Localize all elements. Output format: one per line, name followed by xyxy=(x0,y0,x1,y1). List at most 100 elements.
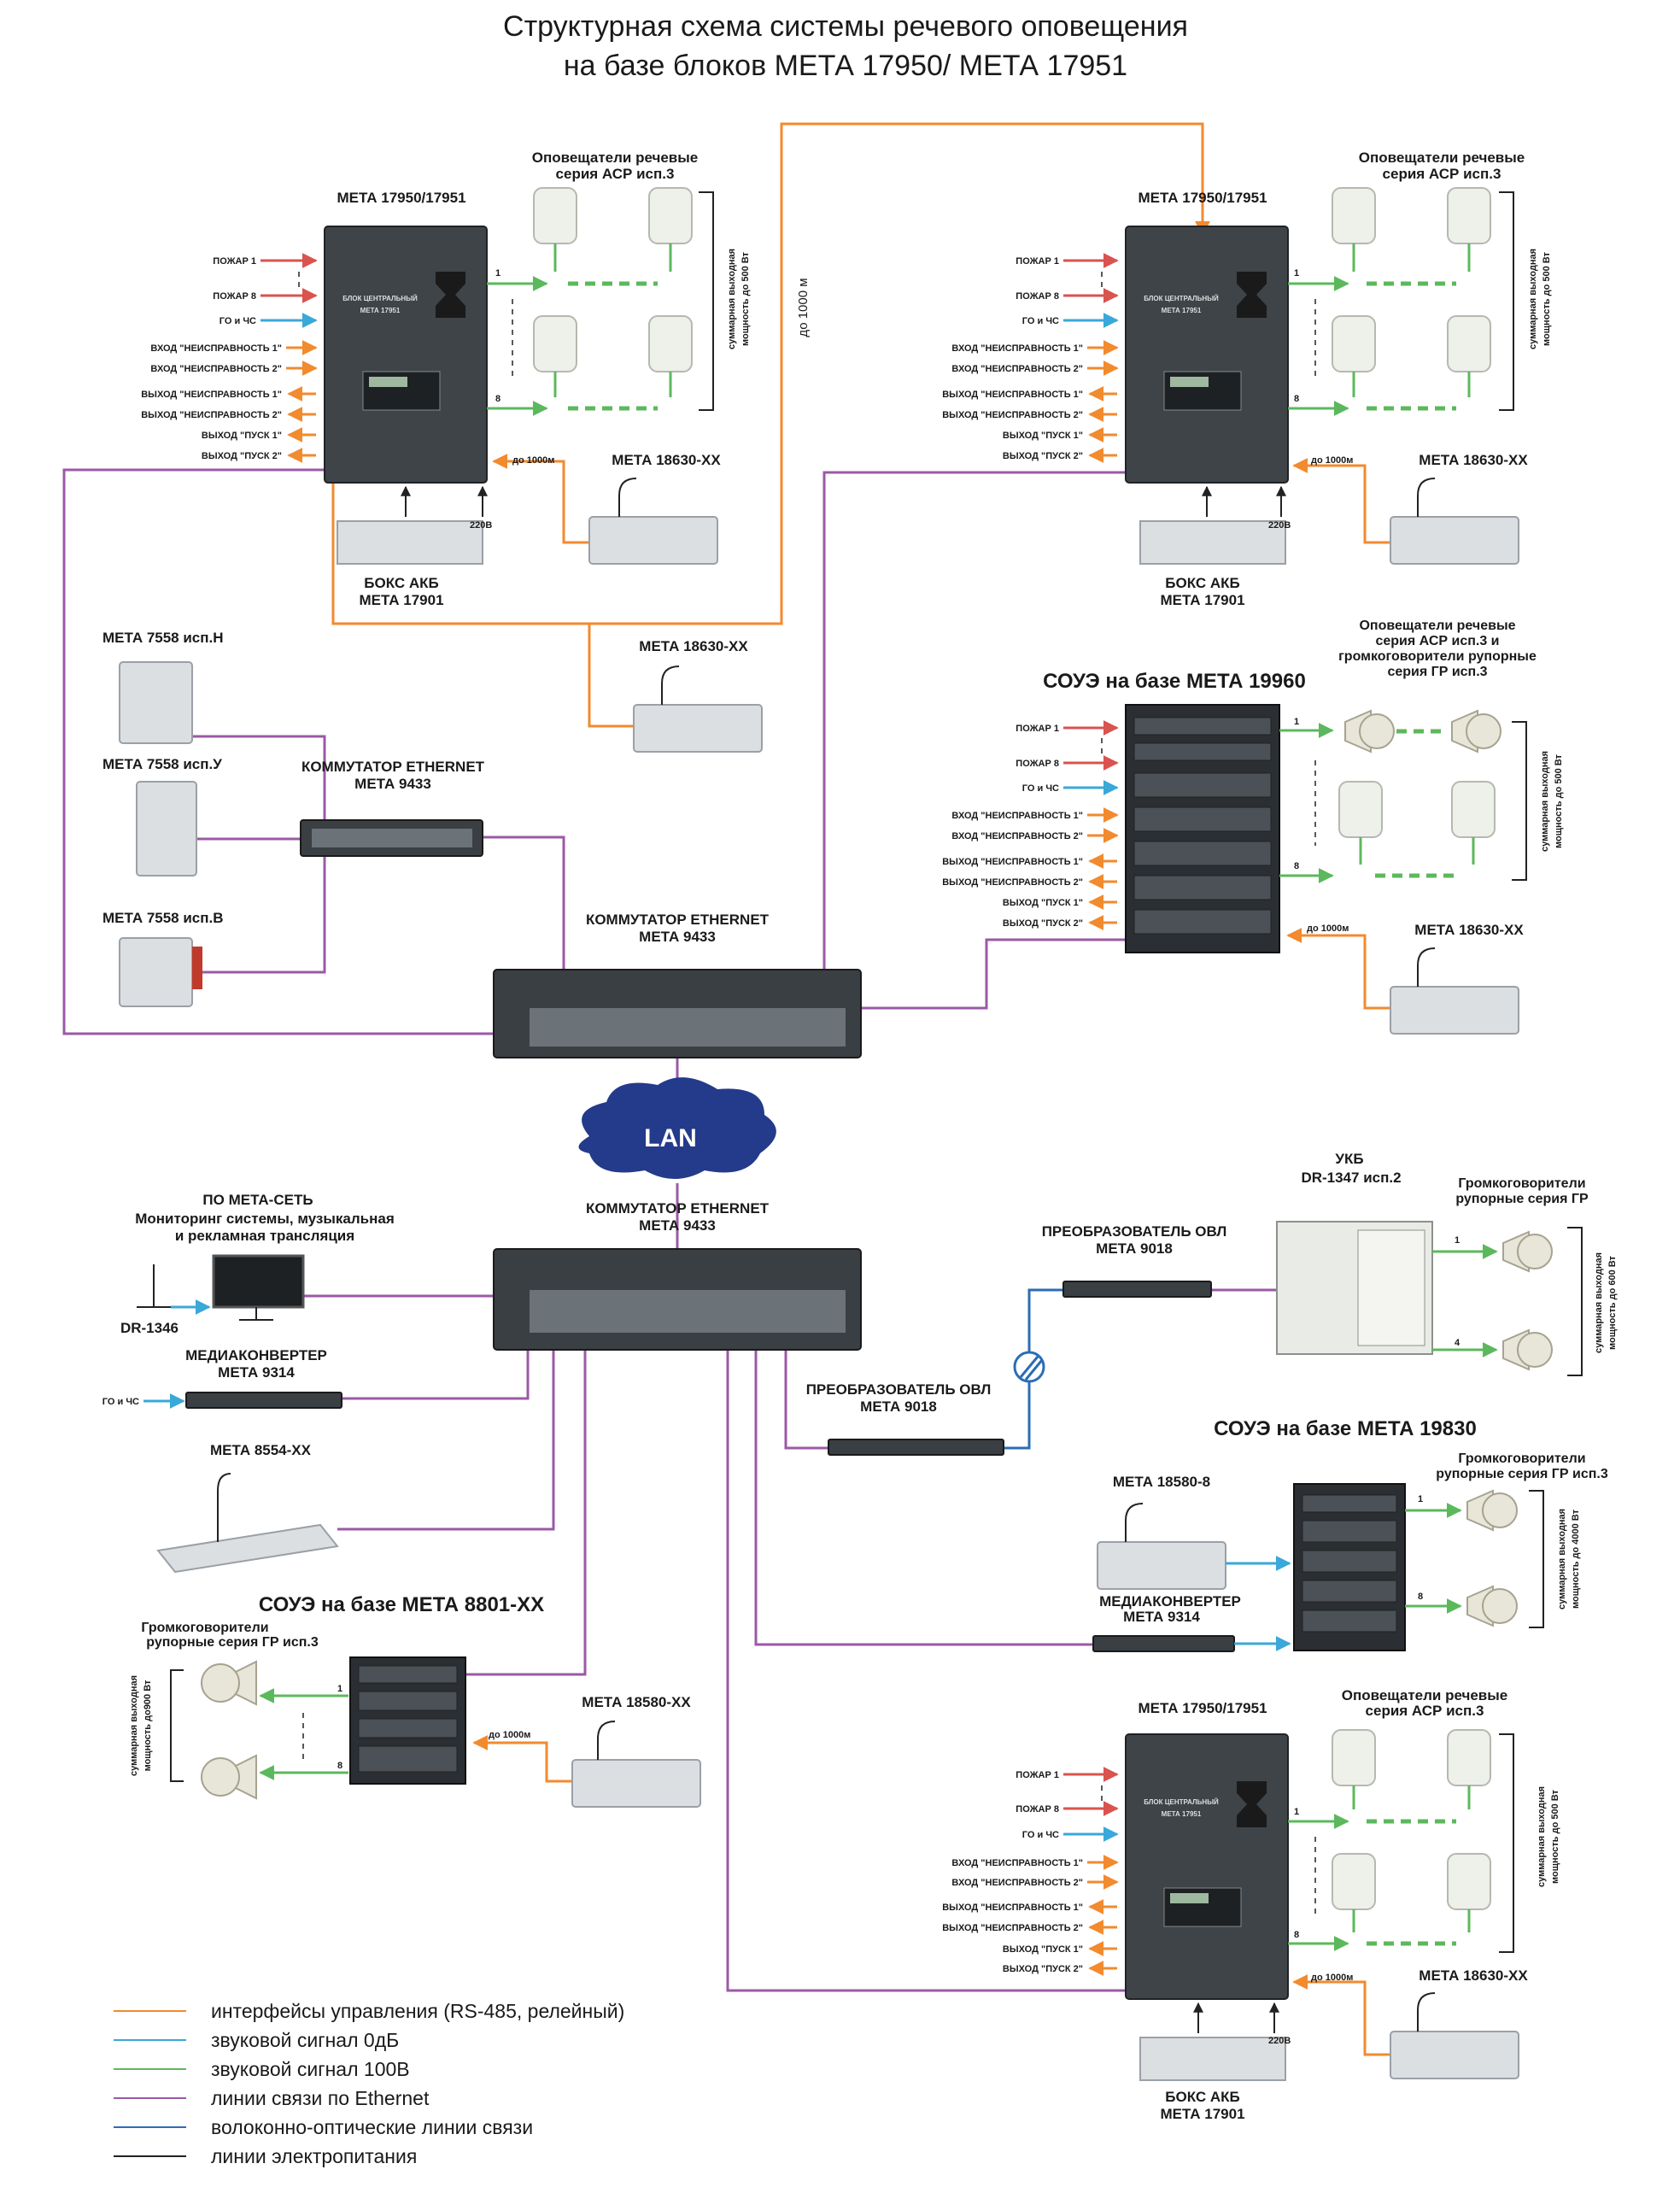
ovl-top-label-2: МЕТА 9018 xyxy=(1096,1240,1173,1257)
meta-logo xyxy=(1237,1781,1267,1827)
legend-label-fiber: волоконно-оптические линии связи xyxy=(211,2116,533,2138)
legend-label-audio-0db: звуковой сигнал 0дБ xyxy=(211,2029,399,2051)
intercom-v-light xyxy=(192,947,202,989)
input-label-4: ВХОД "НЕИСПРАВНОСТЬ 2" xyxy=(951,1878,1083,1888)
ovl-bottom-label-1: ПРЕОБРАЗОВАТЕЛЬ ОВЛ xyxy=(806,1381,992,1398)
speaker xyxy=(648,187,693,244)
input-label-6: ВЫХОД "НЕИСПРАВНОСТЬ 2" xyxy=(942,877,1083,888)
mic-distance: до 1000м xyxy=(1311,1973,1353,1983)
input-label-6: ВЫХОД "НЕИСПРАВНОСТЬ 2" xyxy=(141,410,282,420)
power-bracket xyxy=(1512,721,1527,881)
power-caption-1: суммарная выходная xyxy=(129,1675,139,1776)
battery-label-1: БОКС АКБ xyxy=(1165,575,1239,591)
input-label-2: ГО и ЧС xyxy=(1022,316,1059,326)
power-caption-2: мощность до 500 Вт xyxy=(1542,251,1552,346)
input-label-5: ВЫХОД "НЕИСПРАВНОСТЬ 1" xyxy=(141,390,282,400)
line-last: 8 xyxy=(1294,394,1299,404)
input-label-2: ГО и ЧС xyxy=(220,316,256,326)
intercom-n-label: МЕТА 7558 исп.Н xyxy=(102,630,224,646)
battery-box xyxy=(337,520,483,565)
line-last: 8 xyxy=(1418,1592,1423,1602)
mic-stem xyxy=(217,1473,231,1542)
intercom-n xyxy=(119,661,193,744)
line-last: 8 xyxy=(495,394,500,404)
input-label-7: ВЫХОД "ПУСК 1" xyxy=(1003,431,1083,441)
power-bracket xyxy=(170,1669,184,1782)
soue8801-title: СОУЭ на базе МЕТА 8801-XX xyxy=(259,1593,544,1616)
speakers-caption-2: серия АСР исп.3 xyxy=(556,166,675,182)
speaker xyxy=(1332,1853,1376,1910)
soue19830-mediaconv-2: МЕТА 9314 xyxy=(1123,1609,1200,1625)
speaker xyxy=(1447,1729,1491,1786)
input-label-6: ВЫХОД "НЕИСПРАВНОСТЬ 2" xyxy=(942,410,1083,420)
ethernet-line-small-switch xyxy=(483,836,565,970)
orange-link-top xyxy=(331,122,1210,625)
input-label-4: ВХОД "НЕИСПРАВНОСТЬ 2" xyxy=(951,831,1083,841)
meta-logo xyxy=(1237,272,1267,318)
mediaconv-left-input: ГО и ЧС xyxy=(102,1397,139,1407)
ethernet-line-8801 xyxy=(465,1350,587,1676)
meta-logo xyxy=(436,272,465,318)
mid-console xyxy=(633,704,763,753)
diagram-title-line1: Структурная схема системы речевого опове… xyxy=(503,10,1188,43)
ukb-horns-1: Громкоговорители xyxy=(1458,1176,1585,1191)
switch-lower-label-1: КОММУТАТОР ETHERNET xyxy=(586,1200,770,1217)
input-label-2: ГО и ЧС xyxy=(1022,1830,1059,1840)
cabinet-panel-text-1: БЛОК ЦЕНТРАЛЬНЫЙ xyxy=(1144,295,1219,302)
ethernet-line-mediaconv xyxy=(342,1350,530,1400)
intercom-v xyxy=(119,937,193,1007)
mic-stem xyxy=(1417,478,1436,517)
battery-label-2: МЕТА 17901 xyxy=(359,592,443,608)
line-first: 1 xyxy=(1294,1807,1299,1817)
mic-stem xyxy=(1125,1503,1144,1542)
input-label-3: ВХОД "НЕИСПРАВНОСТЬ 1" xyxy=(150,343,282,354)
mediaconv-left-label-2: МЕТА 9314 xyxy=(218,1364,295,1381)
ethernet-line-bottom-cabinet xyxy=(726,1350,1126,1992)
power-caption-2: мощность до 600 Вт xyxy=(1607,1255,1618,1350)
input-label-4: ВХОД "НЕИСПРАВНОСТЬ 2" xyxy=(150,364,282,374)
central-block-label: МЕТА 17950/17951 xyxy=(1138,1700,1267,1716)
mic-console xyxy=(571,1759,701,1808)
mic-console xyxy=(1390,986,1519,1035)
input-label-7: ВЫХОД "ПУСК 1" xyxy=(202,431,282,441)
line-first: 1 xyxy=(1418,1494,1423,1504)
power-caption-1: суммарная выходная xyxy=(1528,249,1538,349)
battery-box xyxy=(1139,520,1286,565)
mic-label: МЕТА 18630-XX xyxy=(612,452,721,468)
legend-label-audio-100v: звуковой сигнал 100В xyxy=(211,2058,410,2080)
mic-distance: до 1000м xyxy=(512,455,554,466)
mic-distance: до 1000м xyxy=(489,1730,530,1740)
speakers-caption-1: Оповещатели речевые xyxy=(1359,150,1525,166)
mic-stem xyxy=(597,1721,616,1760)
soue19960-title: СОУЭ на базе МЕТА 19960 xyxy=(1043,670,1306,693)
input-label-5: ВЫХОД "НЕИСПРАВНОСТЬ 1" xyxy=(942,1903,1083,1913)
ovl-top-label-1: ПРЕОБРАЗОВАТЕЛЬ ОВЛ xyxy=(1042,1223,1227,1240)
power-bracket xyxy=(1529,1490,1544,1628)
ukb-label-2: DR-1347 исп.2 xyxy=(1301,1170,1401,1186)
power-caption-1: суммарная выходная xyxy=(1557,1509,1567,1609)
soue-19960: СОУЭ на базе МЕТА 19960 Оповещатели рече… xyxy=(942,619,1564,1035)
speaker xyxy=(648,315,693,372)
power-caption-1: суммарная выходная xyxy=(1537,1786,1547,1887)
mediaconv-left-label-1: МЕДИАКОНВЕРТЕР xyxy=(185,1347,327,1363)
power-caption-2: мощность до 500 Вт xyxy=(740,251,751,346)
switch-small-label-1: КОММУТАТОР ETHERNET xyxy=(301,759,485,775)
input-label-5: ВЫХОД "НЕИСПРАВНОСТЬ 1" xyxy=(942,857,1083,867)
ethernet-line-8554 xyxy=(337,1350,555,1531)
line-first: 1 xyxy=(1294,268,1299,279)
soue19830-title: СОУЭ на базе МЕТА 19830 xyxy=(1214,1417,1477,1440)
legend-label-power: линии электропитания xyxy=(211,2145,417,2167)
software-label-2: Мониторинг системы, музыкальная xyxy=(135,1211,395,1227)
input-label-0: ПОЖАР 1 xyxy=(1016,1770,1059,1780)
intercom-u-label: МЕТА 7558 исп.У xyxy=(102,756,222,772)
input-label-2: ГО и ЧС xyxy=(1022,783,1059,794)
speaker xyxy=(533,187,577,244)
soue19960-speakers-3: громкоговорители рупорные xyxy=(1338,649,1537,664)
mic-label: МЕТА 18630-XX xyxy=(1414,922,1524,938)
ukb: УКБ DR-1347 исп.2 Громкоговорители рупор… xyxy=(1276,1151,1618,1376)
mic-stem xyxy=(1417,947,1436,987)
speaker xyxy=(1447,1853,1491,1910)
input-label-3: ВХОД "НЕИСПРАВНОСТЬ 1" xyxy=(951,811,1083,821)
power-bracket xyxy=(1567,1227,1583,1376)
